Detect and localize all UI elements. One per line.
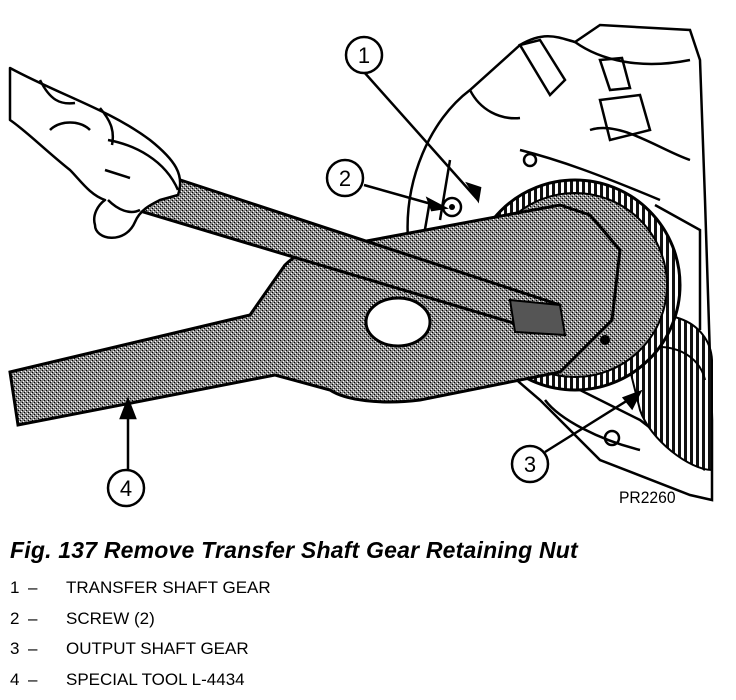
leader-lines (119, 71, 643, 470)
hand (8, 66, 182, 239)
legend-text: SPECIAL TOOL L-4434 (66, 669, 245, 689)
legend-text: SCREW (2) (66, 608, 155, 628)
legend-item: 3– OUTPUT SHAFT GEAR (10, 637, 271, 668)
svg-text:1: 1 (358, 43, 370, 68)
legend-dash: – (28, 639, 38, 658)
figure-code: PR2260 (619, 488, 676, 507)
legend-dash: – (28, 608, 38, 628)
svg-text:2: 2 (339, 166, 351, 191)
legend-number: 4 (10, 669, 20, 689)
callout-2: 2 (325, 158, 365, 198)
illustration: 1 2 3 4 PR2260 (8, 23, 714, 508)
legend-dash: – (28, 669, 38, 689)
svg-text:3: 3 (524, 452, 536, 477)
figure-caption: Fig. 137 Remove Transfer Shaft Gear Reta… (10, 537, 578, 563)
legend-item: 2– SCREW (2) (10, 607, 271, 638)
callout-4: 4 (106, 468, 146, 508)
legend-item: 4– SPECIAL TOOL L-4434 (10, 668, 271, 699)
svg-text:4: 4 (120, 476, 132, 501)
legend: 1–TRANSFER SHAFT GEAR 2–SCREW (2) 3–OUTP… (10, 576, 271, 698)
callout-1: 1 (344, 35, 384, 75)
callout-3: 3 (510, 444, 550, 484)
legend-number: 2 (10, 608, 20, 628)
legend-text: TRANSFER SHAFT GEAR (66, 578, 271, 597)
legend-dash: – (28, 578, 38, 597)
legend-number: 1 (10, 578, 20, 597)
legend-text: OUTPUT SHAFT GEAR (66, 639, 249, 658)
legend-item: 1– TRANSFER SHAFT GEAR (10, 576, 271, 607)
legend-number: 3 (10, 639, 20, 658)
